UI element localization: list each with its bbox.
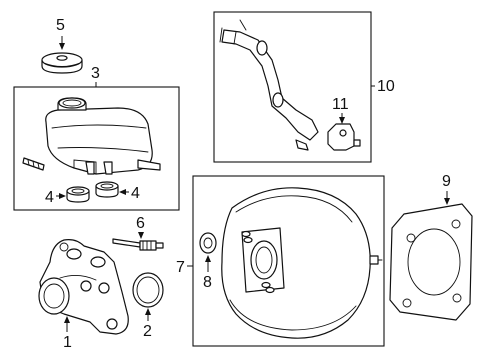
callout-5: 5 xyxy=(56,17,65,34)
booster-seal xyxy=(199,232,217,254)
reservoir-cap xyxy=(41,52,83,74)
vacuum-hose xyxy=(219,19,319,151)
reservoir-grommet-left xyxy=(66,186,90,203)
fluid-level-sensor xyxy=(112,238,164,251)
master-cylinder xyxy=(38,239,129,335)
callout-3: 3 xyxy=(91,65,100,82)
callout-7: 7 xyxy=(176,259,185,276)
check-valve xyxy=(327,123,361,151)
reservoir-grommet-right xyxy=(95,181,119,198)
callout-9: 9 xyxy=(442,173,451,190)
callout-4-left: 4 xyxy=(45,189,54,206)
vacuum-hose-frame xyxy=(213,11,372,163)
brake-booster xyxy=(221,187,383,339)
callout-4-right: 4 xyxy=(131,185,140,202)
callout-8: 8 xyxy=(203,274,212,291)
booster-gasket xyxy=(389,203,473,321)
callout-10: 10 xyxy=(377,78,395,95)
fluid-reservoir xyxy=(22,97,161,175)
callout-6: 6 xyxy=(136,215,145,232)
callout-1: 1 xyxy=(63,334,72,351)
callout-11: 11 xyxy=(332,96,349,113)
master-cylinder-seal xyxy=(132,272,164,308)
brake-booster-frame xyxy=(192,175,385,347)
callout-2: 2 xyxy=(143,323,152,340)
